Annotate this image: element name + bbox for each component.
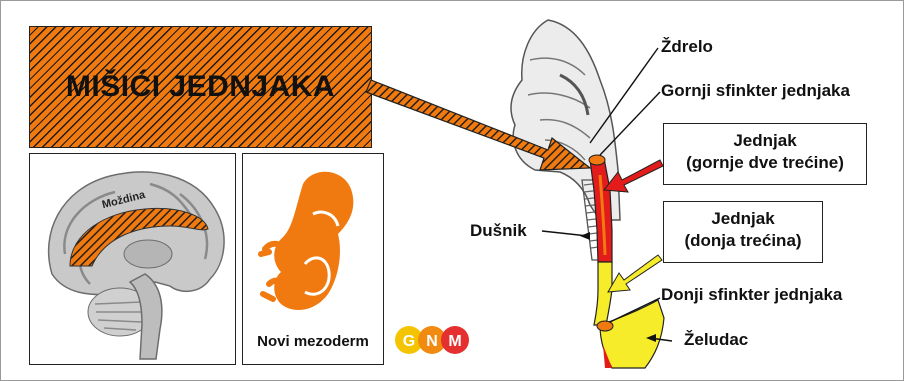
yellow-arrow — [608, 255, 662, 292]
esophagus-lower — [594, 262, 612, 325]
lower-sphincter — [597, 321, 613, 331]
label-trachea: Dušnik — [470, 221, 527, 241]
label-stomach: Želudac — [684, 330, 748, 350]
label-pharynx: Ždrelo — [661, 37, 713, 57]
box-esophagus-upper: Jednjak (gornje dve trećine) — [663, 123, 867, 185]
box-upper-line2: (gornje dve trećine) — [664, 152, 866, 174]
stomach — [600, 300, 664, 368]
box-esophagus-lower: Jednjak (donja trećina) — [663, 201, 823, 263]
label-upper-sphincter: Gornji sfinkter jednjaka — [661, 81, 850, 101]
box-lower-line2: (donja trećina) — [664, 230, 822, 252]
box-upper-line1: Jednjak — [664, 130, 866, 152]
trachea-pointer — [542, 231, 588, 236]
box-lower-line1: Jednjak — [664, 208, 822, 230]
label-lower-sphincter: Donji sfinkter jednjaka — [661, 285, 842, 305]
upper-sphincter — [589, 155, 605, 165]
